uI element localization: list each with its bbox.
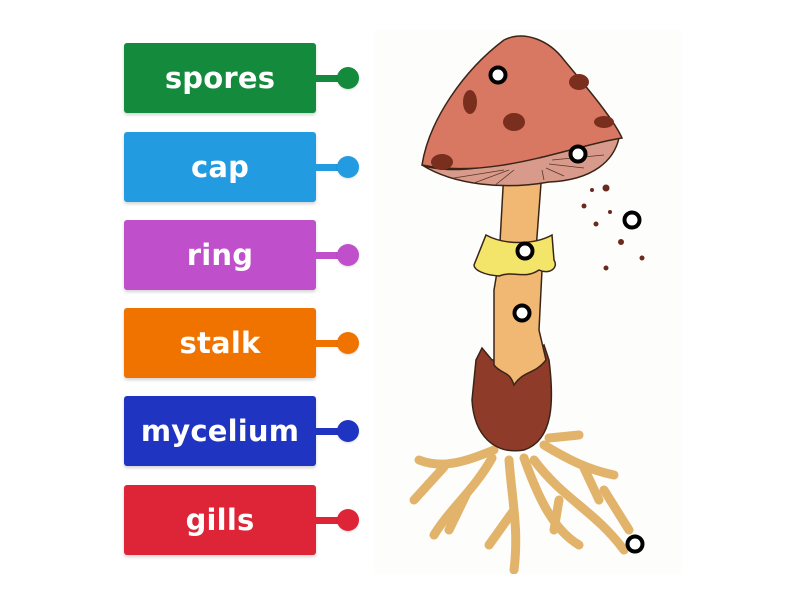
- drop-target-4[interactable]: [515, 241, 535, 261]
- drag-handle-dot[interactable]: [337, 332, 359, 354]
- label-gills[interactable]: gills: [124, 484, 364, 556]
- mycelium-roots: [409, 430, 634, 574]
- stalk: [493, 169, 547, 387]
- connector-line: [315, 427, 339, 435]
- drag-handle-dot[interactable]: [337, 244, 359, 266]
- label-cap[interactable]: cap: [124, 131, 364, 203]
- drag-handle-dot[interactable]: [337, 156, 359, 178]
- label-ring[interactable]: ring: [124, 219, 364, 291]
- connector-line: [315, 251, 339, 259]
- label-spores[interactable]: spores: [124, 42, 364, 114]
- ring: [473, 233, 556, 277]
- label-mycelium[interactable]: mycelium: [124, 395, 364, 467]
- label-gills-box[interactable]: gills: [124, 485, 316, 555]
- label-mycelium-box[interactable]: mycelium: [124, 396, 316, 466]
- drop-target-3[interactable]: [622, 210, 642, 230]
- mushroom-illustration: [374, 30, 682, 574]
- label-ring-box[interactable]: ring: [124, 220, 316, 290]
- drop-target-2[interactable]: [568, 144, 588, 164]
- connector-line: [315, 339, 339, 347]
- cap: [421, 35, 624, 170]
- gill-lines: [453, 154, 605, 187]
- label-stalk-box[interactable]: stalk: [124, 308, 316, 378]
- drop-target-6[interactable]: [625, 534, 645, 554]
- drag-handle-dot[interactable]: [337, 420, 359, 442]
- mushroom-drawing: [409, 35, 645, 574]
- connector-line: [315, 74, 339, 82]
- cap-spots: [431, 74, 614, 170]
- label-cap-box[interactable]: cap: [124, 132, 316, 202]
- falling-spores: [581, 184, 645, 271]
- connector-line: [315, 163, 339, 171]
- drop-target-5[interactable]: [512, 303, 532, 323]
- label-stalk[interactable]: stalk: [124, 307, 364, 379]
- drag-handle-dot[interactable]: [337, 67, 359, 89]
- label-spores-box[interactable]: spores: [124, 43, 316, 113]
- connector-line: [315, 516, 339, 524]
- drop-target-1[interactable]: [488, 65, 508, 85]
- drag-handle-dot[interactable]: [337, 509, 359, 531]
